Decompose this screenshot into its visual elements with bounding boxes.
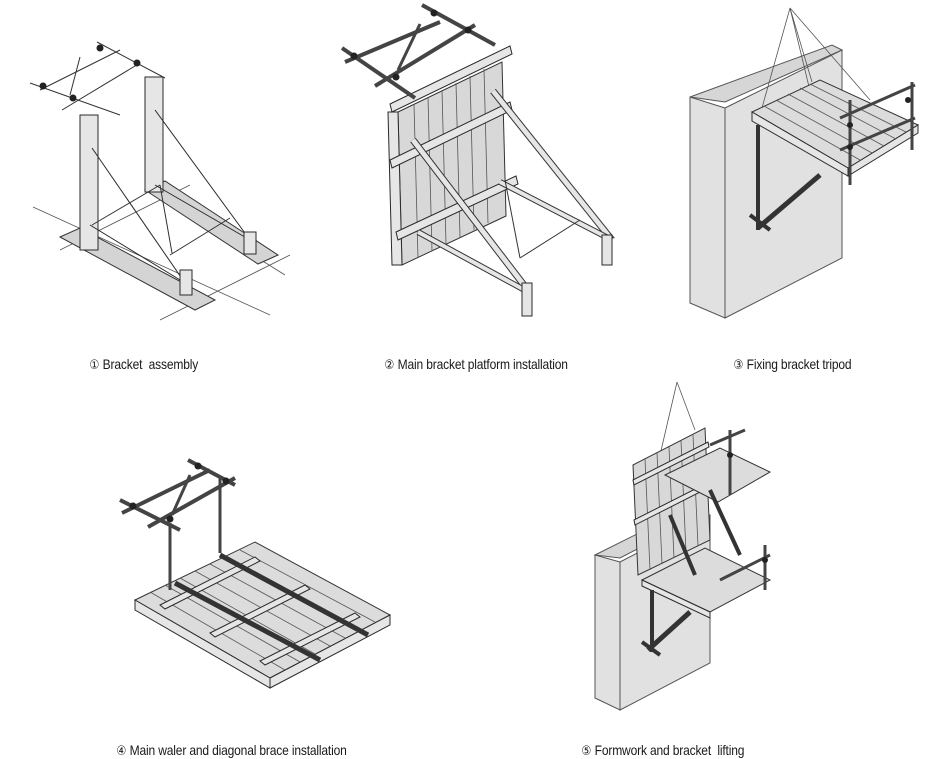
bracket-tripod-illustration [689, 7, 920, 319]
guardrail-brace [396, 23, 422, 71]
waler [209, 584, 311, 638]
deck-edge [847, 124, 919, 177]
cross-tie [91, 184, 161, 226]
lifting-cable [659, 381, 678, 456]
guardrail-rail [839, 116, 916, 152]
ground-line [32, 206, 271, 316]
cross-brace [159, 184, 173, 254]
foot [243, 231, 257, 255]
bracket-foot [640, 640, 662, 657]
horizontal-beam [154, 184, 251, 241]
diagonal-brace [668, 514, 697, 576]
horizontal-beam [89, 224, 186, 284]
base-plank [58, 227, 217, 311]
ground-line [159, 254, 291, 321]
waler [259, 612, 361, 666]
bracket-foot [748, 213, 772, 232]
guardrail-rail [719, 553, 771, 582]
guardrail-brace [170, 474, 192, 516]
step-5-drawing [570, 380, 810, 715]
diagonal-strut [154, 109, 251, 241]
vertical-post [79, 114, 99, 251]
step-1-label: Bracket assembly [102, 356, 199, 372]
clamp [762, 557, 768, 563]
base-plank [143, 180, 280, 265]
clamp [727, 452, 733, 458]
guardrail-tube [344, 20, 441, 64]
foot [521, 282, 533, 317]
bracket-diagonal [646, 610, 692, 652]
diagonal-brace [708, 489, 742, 556]
guardrail-tube [121, 468, 211, 515]
clamp [430, 9, 438, 17]
guardrail-tube [39, 49, 121, 91]
cross-brace [504, 179, 521, 259]
deck-edge [641, 579, 711, 619]
wall-front-face [689, 96, 726, 319]
clamp [392, 73, 400, 81]
waler [159, 556, 261, 610]
step-3-drawing [680, 0, 941, 330]
step-4-number: ④ [116, 744, 127, 759]
clamp [222, 477, 230, 485]
waler [632, 441, 710, 486]
step-3-number: ③ [733, 358, 744, 373]
waler [395, 175, 519, 241]
diagonal-brace [173, 580, 322, 663]
clamp [129, 502, 137, 510]
clamp [905, 97, 911, 103]
guardrail-rail [709, 428, 746, 447]
step-3-label: Fixing bracket tripod [746, 356, 852, 372]
diagonal-strut [91, 147, 186, 284]
guardrail-tube [61, 62, 141, 111]
step-1-drawing [0, 0, 320, 330]
waler [389, 45, 513, 113]
clamp [194, 462, 202, 470]
step-2-drawing [330, 0, 630, 340]
formwork-lifting-illustration [593, 381, 772, 711]
guardrail-tube [147, 476, 236, 529]
guardrail-brace [69, 56, 81, 96]
formwork-edge [387, 111, 403, 266]
upper-platform [663, 447, 772, 503]
clamp [133, 59, 141, 67]
clamp [69, 94, 77, 102]
foot [601, 234, 613, 266]
main-bracket-platform-illustration [340, 3, 615, 317]
diagonal-brace [218, 552, 370, 638]
bracket-assembly-illustration [29, 41, 291, 321]
clamp [96, 44, 104, 52]
clamp [350, 52, 358, 60]
foot [179, 269, 193, 296]
step-5-label: Formwork and bracket lifting [594, 742, 745, 758]
cross-tie [169, 217, 231, 256]
step-4-drawing [110, 445, 440, 715]
guardrail-tube [373, 23, 477, 88]
clamp [464, 26, 472, 34]
cross-tie [519, 219, 581, 259]
step-2-number: ② [384, 358, 395, 373]
clamp [39, 82, 47, 90]
wall-front-face [594, 554, 621, 711]
clamp [847, 122, 853, 128]
step-2-label: Main bracket platform installation [397, 356, 568, 372]
lifting-cable [676, 381, 696, 431]
guardrail-rail [839, 83, 916, 120]
step-1-number: ① [89, 358, 100, 373]
bracket-diagonal [756, 173, 822, 230]
clamp [847, 144, 853, 150]
guardrail-tube [96, 41, 166, 79]
vertical-post [144, 76, 164, 193]
waler-deck-illustration [119, 458, 392, 689]
step-5-number: ⑤ [581, 744, 592, 759]
step-4-label: Main waler and diagonal brace installati… [129, 742, 347, 758]
clamp [166, 515, 174, 523]
